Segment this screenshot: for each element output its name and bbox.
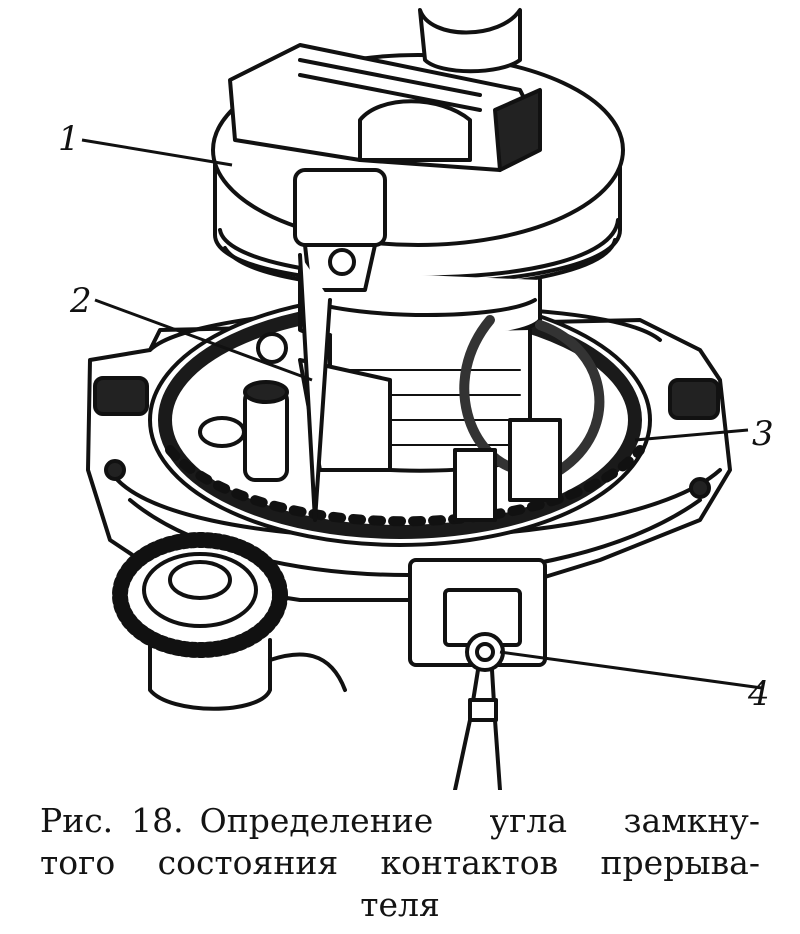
caption-text-1: Определение угла замкну- bbox=[199, 801, 760, 840]
caption-number: 18. bbox=[131, 801, 184, 840]
angle-pointer bbox=[293, 168, 387, 522]
caption-line-2: того состояния контактов прерыва- bbox=[40, 843, 760, 882]
caption-line-1: Рис. 18. Определение угла замкну- bbox=[40, 800, 760, 842]
callout-label-3: 3 bbox=[752, 414, 774, 454]
caption-line-3: теля bbox=[360, 885, 440, 924]
callout-label-4: 4 bbox=[747, 674, 770, 714]
callout-leader-1 bbox=[81, 138, 233, 167]
rotor-cap bbox=[211, 8, 625, 343]
breaker-distributor-illustration: 1 2 3 4 bbox=[58, 8, 774, 790]
octane-adjuster-knob bbox=[112, 532, 347, 711]
callout-label-1: 1 bbox=[58, 119, 80, 159]
callout-leader-2 bbox=[94, 298, 313, 382]
caption-prefix: Рис. bbox=[40, 801, 114, 840]
callout-leader-4 bbox=[499, 650, 763, 690]
callout-label-2: 2 bbox=[69, 281, 92, 321]
low-voltage-terminal bbox=[408, 558, 547, 790]
callout-leader-3 bbox=[634, 428, 749, 442]
figure-caption: Рис. 18. Определение угла замкну- того сос… bbox=[40, 800, 760, 926]
